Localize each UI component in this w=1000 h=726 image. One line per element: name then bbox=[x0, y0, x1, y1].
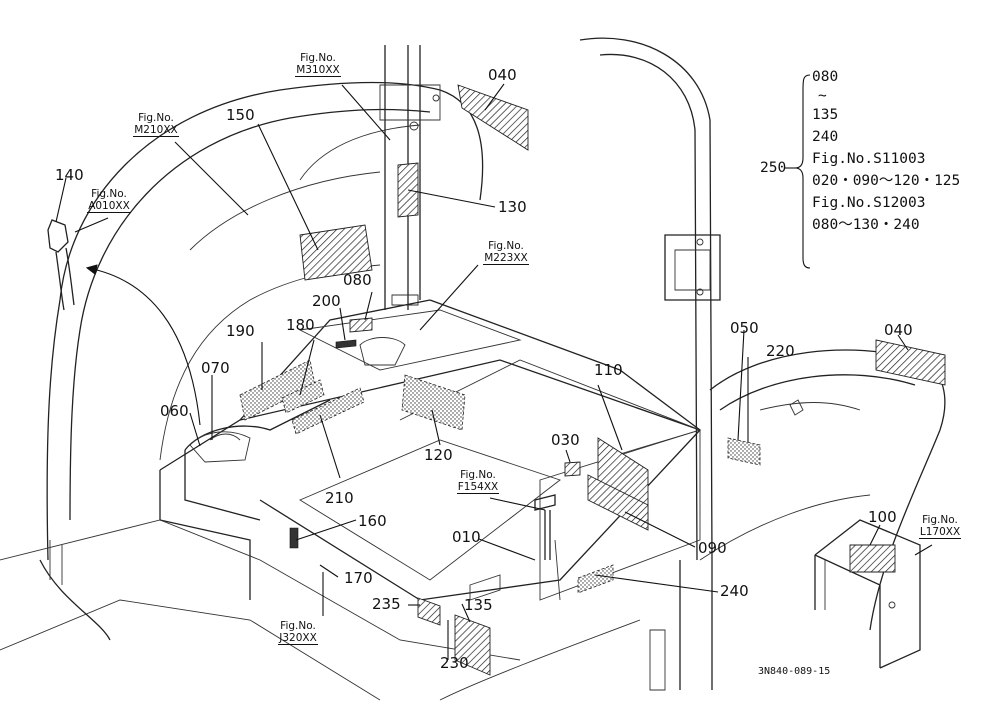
callout-070: 070 bbox=[201, 359, 230, 377]
callout-060: 060 bbox=[160, 402, 189, 420]
callout-240: 240 bbox=[720, 582, 749, 600]
reference-line: 080 bbox=[812, 69, 839, 85]
reference-list-250: 080 ~ 135 240 Fig.No.S11003 020・090～120・… bbox=[812, 66, 960, 236]
figure-ref-prefix: Fig.No. bbox=[300, 52, 336, 64]
platform bbox=[0, 299, 702, 701]
figure-ref-prefix: Fig.No. bbox=[460, 469, 496, 481]
decal-235 bbox=[417, 597, 441, 626]
callout-160: 160 bbox=[358, 512, 387, 530]
reference-line: 020・090～120・125 bbox=[812, 173, 961, 189]
figure-ref-prefix: Fig.No. bbox=[280, 620, 316, 632]
callout-170: 170 bbox=[344, 569, 373, 587]
decal-200 bbox=[335, 339, 357, 349]
figure-ref-l170: Fig.No. L170XX bbox=[910, 514, 970, 539]
callout-040-top: 040 bbox=[488, 66, 517, 84]
decal-100 bbox=[849, 544, 896, 573]
decal-240 bbox=[577, 564, 614, 594]
decal-220 bbox=[727, 437, 761, 466]
left-step bbox=[39, 540, 111, 641]
callout-030: 030 bbox=[551, 431, 580, 449]
callout-010: 010 bbox=[452, 528, 481, 546]
callout-210: 210 bbox=[325, 489, 354, 507]
leader-lines bbox=[55, 83, 933, 660]
figure-ref-prefix: Fig.No. bbox=[138, 112, 174, 124]
callout-120: 120 bbox=[424, 446, 453, 464]
callout-040-right: 040 bbox=[884, 321, 913, 339]
reference-bracket-250 bbox=[794, 74, 811, 269]
brake-pedal-switch bbox=[534, 494, 561, 601]
figure-ref-m210: Fig.No. M210XX bbox=[126, 112, 186, 137]
callout-235: 235 bbox=[372, 595, 401, 613]
figure-ref-m310: Fig.No. M310XX bbox=[288, 52, 348, 77]
callout-220: 220 bbox=[766, 342, 795, 360]
callout-150: 150 bbox=[226, 106, 255, 124]
decal-210 bbox=[291, 387, 365, 435]
figure-ref-code: A010XX bbox=[87, 200, 131, 213]
figure-ref-code: M223XX bbox=[483, 252, 529, 265]
callout-130: 130 bbox=[498, 198, 527, 216]
figure-ref-f154: Fig.No. F154XX bbox=[448, 469, 508, 494]
reference-line: Fig.No.S12003 bbox=[812, 195, 926, 211]
hand-lever bbox=[47, 219, 75, 311]
reference-line: Fig.No.S11003 bbox=[812, 151, 926, 167]
callout-140: 140 bbox=[55, 166, 84, 184]
decal-160 bbox=[289, 527, 299, 549]
figure-ref-code: J320XX bbox=[278, 632, 318, 645]
callout-180: 180 bbox=[286, 316, 315, 334]
decal-150 bbox=[299, 224, 373, 281]
decal-180 bbox=[281, 379, 325, 414]
callout-050: 050 bbox=[730, 319, 759, 337]
figure-ref-prefix: Fig.No. bbox=[488, 240, 524, 252]
figure-ref-m223: Fig.No. M223XX bbox=[476, 240, 536, 265]
right-rops-frame bbox=[579, 37, 721, 691]
reference-line: 240 bbox=[812, 129, 839, 145]
figure-ref-a010: Fig.No. A010XX bbox=[79, 188, 139, 213]
figure-ref-prefix: Fig.No. bbox=[922, 514, 958, 526]
rear-cover bbox=[814, 519, 921, 669]
reference-range-tilde: ~ bbox=[818, 88, 827, 104]
figure-ref-code: F154XX bbox=[456, 481, 500, 494]
figure-ref-code: M310XX bbox=[295, 64, 341, 77]
document-number: 3N840-089-15 bbox=[758, 666, 831, 677]
figure-ref-j320: Fig.No. J320XX bbox=[268, 620, 328, 645]
right-fender bbox=[699, 349, 946, 631]
decal-190 bbox=[239, 359, 316, 421]
console bbox=[184, 309, 522, 521]
callout-100: 100 bbox=[868, 508, 897, 526]
callout-190: 190 bbox=[226, 322, 255, 340]
left-fender bbox=[46, 81, 484, 561]
callout-135: 135 bbox=[464, 596, 493, 614]
reference-line: 080～130・240 bbox=[812, 217, 920, 233]
reference-line: 135 bbox=[812, 107, 839, 123]
callout-230: 230 bbox=[440, 654, 469, 672]
left-rops-post bbox=[379, 45, 441, 310]
decal-030 bbox=[564, 461, 581, 477]
callout-250: 250 bbox=[760, 160, 787, 176]
callout-090: 090 bbox=[698, 539, 727, 557]
decal-040-right bbox=[875, 339, 946, 386]
callout-080: 080 bbox=[343, 271, 372, 289]
callout-110: 110 bbox=[594, 361, 623, 379]
figure-ref-code: L170XX bbox=[918, 526, 962, 539]
decal-120 bbox=[401, 374, 466, 431]
figure-ref-code: M210XX bbox=[133, 124, 179, 137]
connection-arrow bbox=[85, 264, 201, 426]
callout-200: 200 bbox=[312, 292, 341, 310]
decal-135 bbox=[454, 614, 491, 676]
decal-080-left bbox=[349, 317, 373, 333]
decal-040-top bbox=[457, 84, 529, 151]
figure-ref-prefix: Fig.No. bbox=[91, 188, 127, 200]
